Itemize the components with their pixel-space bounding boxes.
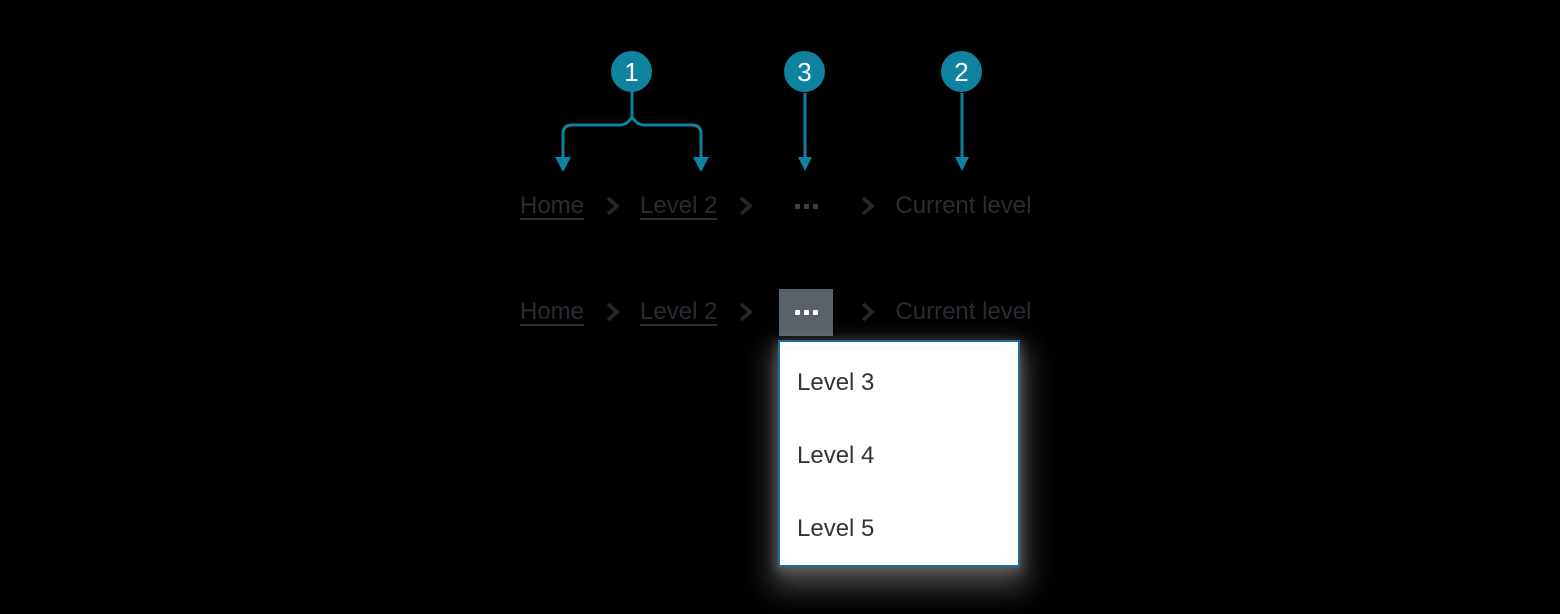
callout-number: 3 bbox=[797, 56, 812, 87]
chevron-right-icon bbox=[737, 196, 754, 216]
breadcrumb-link-home[interactable]: Home bbox=[520, 192, 585, 219]
breadcrumb-link-level2[interactable]: Level 2 bbox=[640, 298, 718, 325]
callout-badge-2: 2 bbox=[941, 51, 982, 92]
dropdown-item[interactable]: Level 3 bbox=[797, 368, 875, 396]
breadcrumb-expanded: Home Level 2 Current level bbox=[520, 288, 1032, 336]
breadcrumb-current-level: Current level bbox=[895, 298, 1032, 325]
breadcrumb-current-level: Current level bbox=[895, 192, 1032, 219]
breadcrumb-overflow-slot bbox=[779, 288, 834, 336]
callout-number: 1 bbox=[624, 56, 639, 87]
callout-1-arrowhead-left bbox=[555, 157, 571, 172]
breadcrumb-link-level2[interactable]: Level 2 bbox=[640, 192, 718, 219]
callout-2-arrowhead bbox=[955, 157, 969, 171]
ellipsis-icon[interactable] bbox=[794, 203, 818, 209]
breadcrumb-link-home[interactable]: Home bbox=[520, 298, 585, 325]
chevron-right-icon bbox=[859, 302, 876, 322]
ellipsis-icon bbox=[794, 309, 818, 315]
breadcrumb-overflow-button[interactable] bbox=[779, 288, 834, 336]
callout-badge-1: 1 bbox=[611, 51, 652, 92]
breadcrumb-overflow-dropdown: Level 3 Level 4 Level 5 bbox=[778, 340, 1020, 567]
chevron-right-icon bbox=[859, 196, 876, 216]
callout-1-arrowhead-right bbox=[693, 157, 709, 172]
chevron-right-icon bbox=[604, 196, 620, 216]
dropdown-item[interactable]: Level 4 bbox=[797, 441, 875, 469]
callout-3-arrowhead bbox=[798, 157, 812, 171]
chevron-right-icon bbox=[737, 302, 754, 322]
dropdown-item[interactable]: Level 5 bbox=[797, 514, 875, 542]
callout-number: 2 bbox=[954, 56, 969, 87]
breadcrumb-ellipsis[interactable] bbox=[779, 203, 833, 209]
chevron-right-icon bbox=[604, 302, 620, 322]
callout-badge-3: 3 bbox=[784, 51, 825, 92]
breadcrumb-collapsed: Home Level 2 Current level bbox=[520, 189, 1031, 223]
callout-1-bracket bbox=[561, 114, 703, 158]
